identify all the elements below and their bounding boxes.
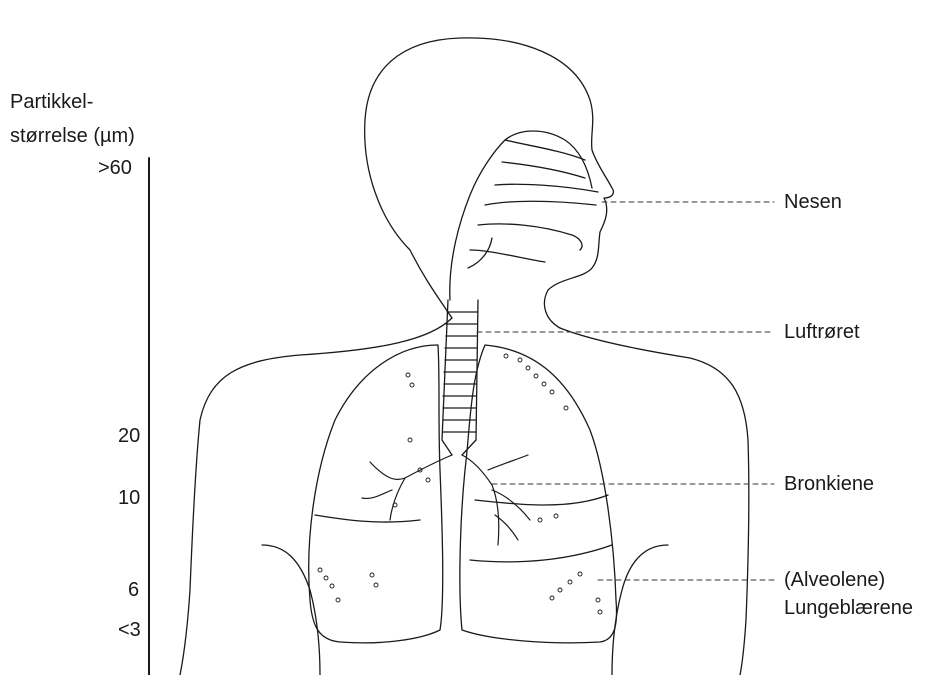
nasal-cavity (450, 131, 598, 300)
trachea (442, 300, 478, 455)
label-nose: Nesen (784, 192, 842, 212)
label-alveoli-line1: (Alveolene) (784, 570, 885, 590)
leader-lines (477, 202, 778, 580)
scale-title-line2: størrelse (µm) (10, 126, 135, 146)
scale-title-line1: Partikkel- (10, 92, 93, 112)
right-lung (460, 345, 617, 643)
label-bronchi: Bronkiene (784, 474, 874, 494)
tick-label: 20 (118, 426, 140, 446)
label-alveoli-line2: Lungeblærene (784, 598, 913, 618)
label-trachea: Luftrøret (784, 322, 860, 342)
tick-label: 6 (128, 580, 139, 600)
tick-label: >60 (98, 158, 132, 178)
tick-label: 10 (118, 488, 140, 508)
tick-label: <3 (118, 620, 141, 640)
bronchi (362, 455, 530, 545)
left-lung (309, 345, 443, 643)
body-outline (180, 38, 749, 675)
